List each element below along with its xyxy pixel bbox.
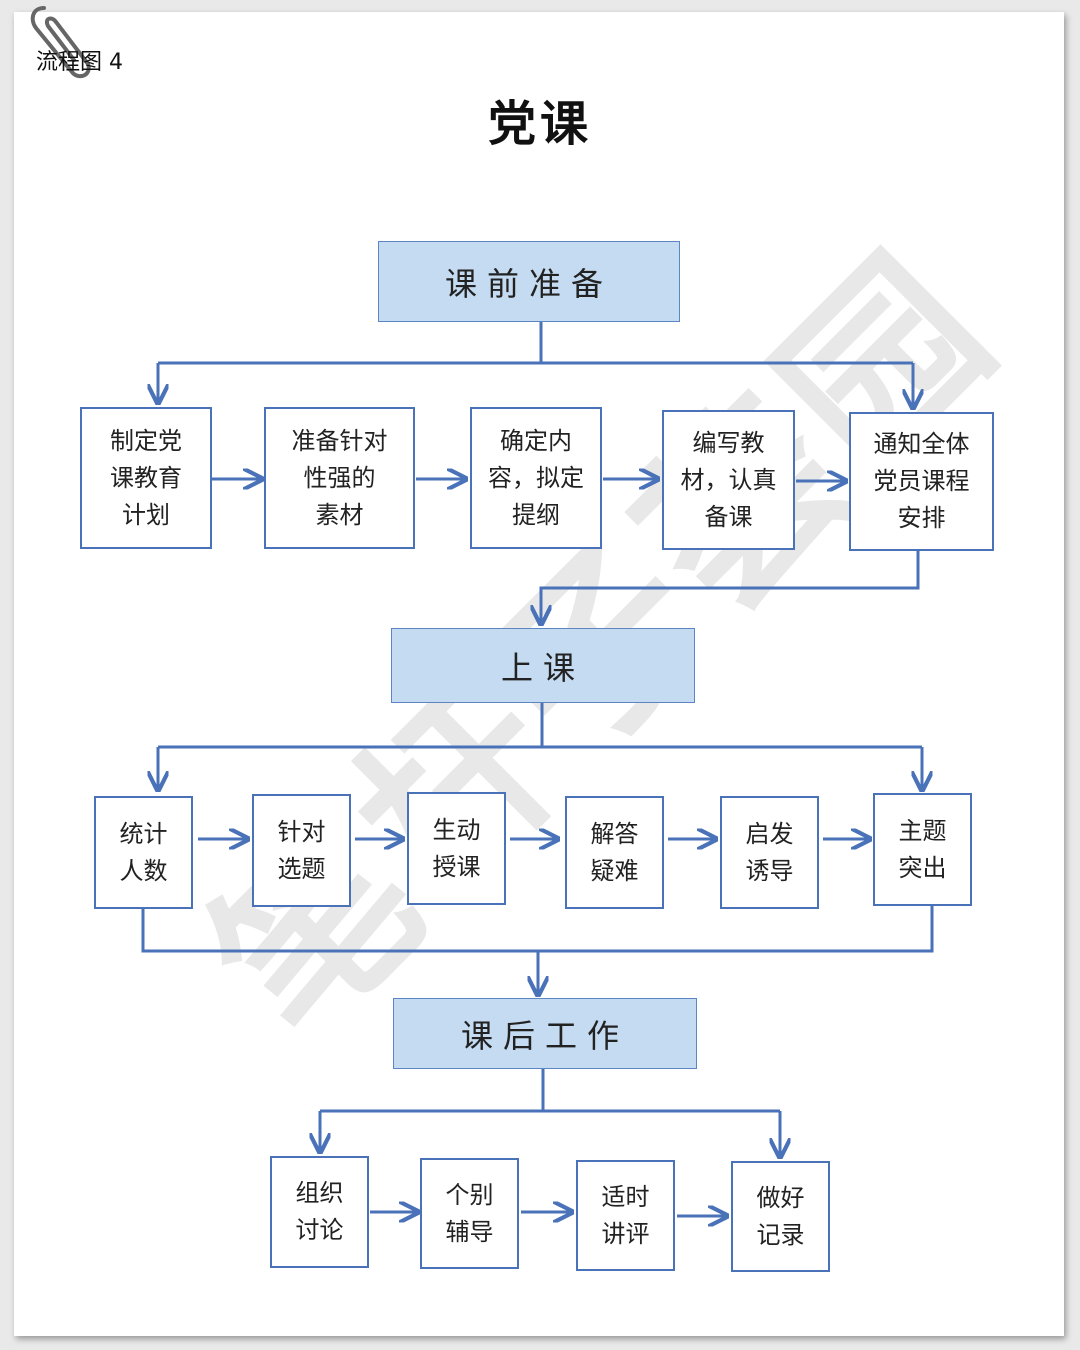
prep-step-1: 制定党 课教育 计划 (80, 407, 212, 549)
connector-class-split (158, 702, 922, 749)
class-step-4: 解答 疑难 (565, 796, 664, 909)
connector-prep-split (158, 321, 913, 365)
connector-class-merge (141, 906, 934, 953)
after-step-4: 做好 记录 (731, 1161, 830, 1272)
after-step-1: 组织 讨论 (270, 1156, 369, 1268)
prep-step-2: 准备针对 性强的 素材 (264, 407, 415, 549)
class-step-3: 生动 授课 (407, 792, 506, 905)
prep-step-5: 通知全体 党员课程 安排 (849, 412, 994, 551)
class-step-6: 主题 突出 (873, 793, 972, 906)
connector-after-split (320, 1068, 780, 1113)
connector-prep-to-class (541, 551, 920, 624)
prep-step-4: 编写教 材，认真 备课 (662, 410, 795, 550)
diagram-label: 流程图 4 (36, 50, 123, 75)
class-step-5: 启发 诱导 (720, 796, 819, 909)
after-step-3: 适时 讲评 (576, 1160, 675, 1271)
class-step-1: 统计 人数 (94, 796, 193, 909)
class-step-2: 针对 选题 (252, 794, 351, 907)
paperclip-icon (30, 6, 91, 79)
stage-prep-header: 课前准备 (378, 241, 680, 322)
after-step-2: 个别 辅导 (420, 1158, 519, 1269)
prep-step-3: 确定内 容，拟定 提纲 (470, 407, 602, 549)
stage-after-header: 课后工作 (393, 998, 697, 1069)
stage-class-header: 上课 (391, 628, 695, 703)
page-title: 党课 (487, 96, 592, 152)
